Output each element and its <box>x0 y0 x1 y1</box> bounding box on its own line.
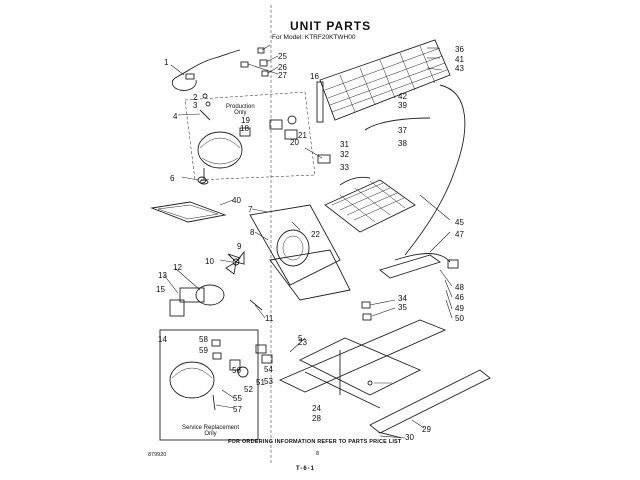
callout: 20 <box>290 138 299 147</box>
relay-parts <box>240 47 269 77</box>
production-only-box <box>184 91 316 181</box>
callout: 56 <box>232 366 241 375</box>
callout: 6 <box>170 174 175 183</box>
callout: 42 <box>398 92 407 101</box>
power-cord-part <box>171 49 241 91</box>
compressor-service <box>169 361 216 411</box>
callout: 50 <box>455 314 464 323</box>
tube-37 <box>364 117 431 131</box>
fan-wire <box>249 299 263 311</box>
fan-motor <box>169 284 225 317</box>
callout: 34 <box>398 294 407 303</box>
callout: 16 <box>310 72 319 81</box>
screw-30 <box>377 431 403 439</box>
callout: 2 <box>193 93 198 102</box>
callout: 59 <box>199 346 208 355</box>
condenser-tube <box>404 84 466 256</box>
callout: 21 <box>298 131 307 140</box>
callout: 19 <box>241 116 250 125</box>
callout: 22 <box>311 230 320 239</box>
leader-lines <box>163 44 453 439</box>
callout: 52 <box>244 385 253 394</box>
production-only-label: Production Only <box>226 104 255 117</box>
callout: 27 <box>278 71 287 80</box>
callout: 10 <box>205 257 214 266</box>
callout: 25 <box>278 52 287 61</box>
drain-pan <box>150 201 227 223</box>
callout: 58 <box>199 335 208 344</box>
callout: 32 <box>340 150 349 159</box>
callout: 13 <box>158 271 167 280</box>
callout: 45 <box>455 218 464 227</box>
document-number: 879920 <box>148 452 167 458</box>
callout: 5 <box>298 334 303 343</box>
callout: 29 <box>422 425 431 434</box>
callout: 51 <box>256 378 265 387</box>
callout: 36 <box>455 45 464 54</box>
clip-35 <box>362 313 372 321</box>
callout: 40 <box>232 196 241 205</box>
screw-parts <box>202 93 211 107</box>
callout: 28 <box>312 414 321 423</box>
drain-tube-assembly <box>379 253 459 279</box>
service-replacement-text: Service Replacement Only <box>182 425 240 438</box>
callout: 41 <box>455 55 464 64</box>
callout: 18 <box>240 124 249 133</box>
callout: 12 <box>173 263 182 272</box>
compressor-production <box>197 131 243 185</box>
callout: 11 <box>265 314 274 323</box>
relay-overload-production <box>239 115 298 140</box>
page-number: 8 <box>316 451 320 457</box>
callout: 4 <box>173 112 178 121</box>
callout: 49 <box>455 304 464 313</box>
service-relay-parts <box>211 339 273 378</box>
callout: 24 <box>312 404 321 413</box>
screw-4 <box>199 109 211 121</box>
callout: 26 <box>278 63 287 72</box>
callout: 55 <box>233 394 242 403</box>
callout: 23 <box>298 338 307 347</box>
footer-mark: T-6-1 <box>296 466 316 472</box>
callout: 33 <box>340 163 349 172</box>
callout: 37 <box>398 126 407 135</box>
service-replacement-box <box>159 329 259 441</box>
base-frame <box>298 337 422 409</box>
callout: 47 <box>455 230 464 239</box>
evaporator-coil <box>324 176 416 233</box>
callout: 31 <box>340 140 349 149</box>
callout: 39 <box>398 101 407 110</box>
condenser-fan-blade <box>225 250 245 275</box>
page-title: UNIT PARTS <box>290 19 372 33</box>
callout: 46 <box>455 293 464 302</box>
callout: 43 <box>455 64 464 73</box>
fan-shroud <box>249 204 351 301</box>
clip-34 <box>361 301 371 309</box>
callout: 30 <box>405 433 414 442</box>
ordering-note: FOR ORDERING INFORMATION REFER TO PARTS … <box>228 439 402 445</box>
service-replacement-label: Service Replacement Only <box>182 425 239 438</box>
callout: 53 <box>264 377 273 386</box>
screw-3-lower <box>367 380 373 386</box>
callout: 9 <box>237 242 242 251</box>
defrost-thermostat <box>317 154 331 164</box>
model-subtitle: For Model: KTRF20KTWH00 <box>272 34 356 41</box>
condenser-coil <box>316 39 451 123</box>
callout: 8 <box>250 228 255 237</box>
callout: 14 <box>158 335 167 344</box>
callout: 54 <box>264 365 273 374</box>
callout-numbers: 1 2 3 4 5 6 7 8 9 10 11 12 13 14 15 16 1… <box>156 45 464 442</box>
callout: 15 <box>156 285 165 294</box>
callout: 3 <box>193 101 198 110</box>
callout: 35 <box>398 303 407 312</box>
callout: 57 <box>233 405 242 414</box>
callout: 48 <box>455 283 464 292</box>
callout: 38 <box>398 139 407 148</box>
callout: 7 <box>248 205 253 214</box>
production-only-text: Production Only <box>226 104 255 117</box>
rail-29-a <box>278 319 447 393</box>
rail-29-b <box>369 369 491 434</box>
callout: 1 <box>164 58 169 67</box>
